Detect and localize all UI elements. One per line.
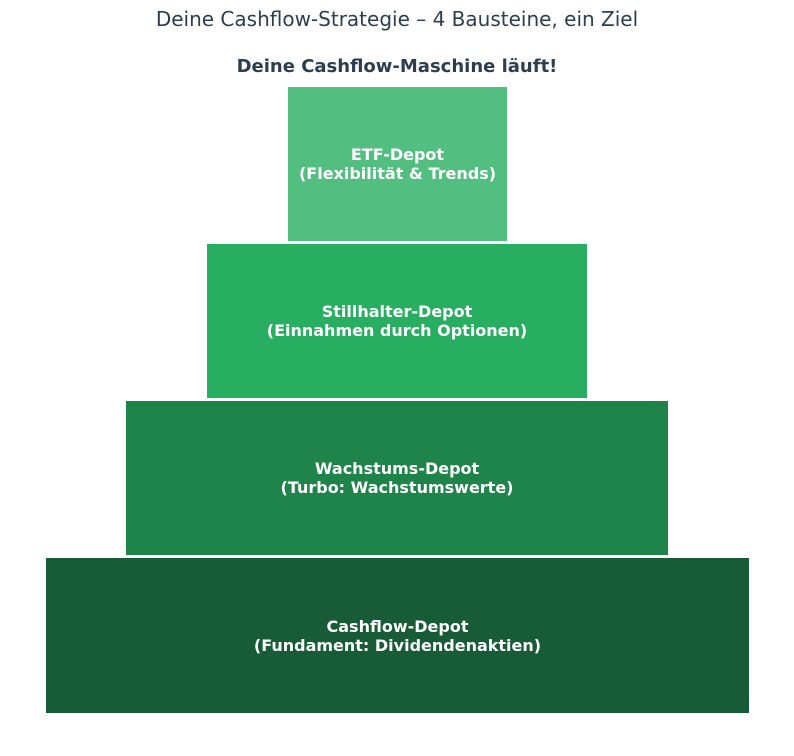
level-description: (Flexibilität & Trends) — [298, 164, 497, 183]
level-description: (Turbo: Wachstumswerte) — [280, 478, 514, 497]
level-name: Stillhalter-Depot — [321, 302, 473, 321]
diagram-title: Deine Cashflow-Strategie – 4 Bausteine, … — [155, 7, 639, 31]
level-name: Cashflow-Depot — [326, 616, 469, 636]
level-name: Wachstums-Depot — [314, 459, 480, 478]
pyramid-level-cashflow: Cashflow-Depot (Fundament: Dividendenakt… — [46, 558, 749, 713]
level-name: ETF-Depot — [350, 145, 445, 164]
pyramid-level-wachstum: Wachstums-Depot (Turbo: Wachstumswerte) — [126, 401, 668, 555]
pyramid-level-stillhalter: Stillhalter-Depot (Einnahmen durch Optio… — [207, 244, 587, 398]
diagram-subtitle: Deine Cashflow-Maschine läuft! — [236, 56, 558, 77]
pyramid-level-etf: ETF-Depot (Flexibilität & Trends) — [288, 87, 507, 241]
level-description: (Fundament: Dividendenaktien) — [253, 635, 542, 655]
level-description: (Einnahmen durch Optionen) — [266, 321, 528, 340]
